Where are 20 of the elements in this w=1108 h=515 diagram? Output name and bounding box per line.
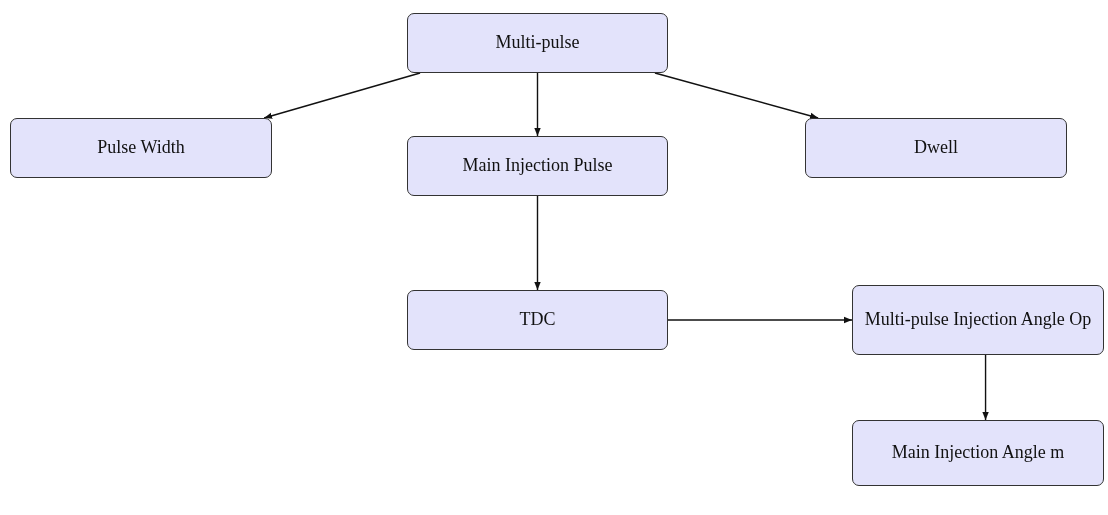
box-label: Main Injection Pulse <box>462 154 613 178</box>
process-box <box>852 285 1104 355</box>
process-box <box>852 420 1104 486</box>
arrow <box>982 354 989 421</box>
box-label: Main Injection Angle m <box>891 441 1065 465</box>
box-label: Multi-pulse <box>495 31 580 55</box>
arrow <box>263 72 421 119</box>
process-box <box>407 290 668 350</box>
box-label: Multi-pulse Injection Angle Op <box>864 308 1092 332</box>
box-label: TDC <box>519 308 556 332</box>
process-box <box>407 136 668 196</box>
process-box <box>407 13 668 73</box>
arrow <box>534 195 541 291</box>
arrow <box>534 72 541 137</box>
process-box <box>10 118 272 178</box>
process-box <box>805 118 1067 178</box>
arrow <box>654 72 819 119</box>
arrow <box>667 316 853 324</box>
box-label: Dwell <box>914 136 958 160</box>
box-label: Pulse Width <box>97 136 185 160</box>
